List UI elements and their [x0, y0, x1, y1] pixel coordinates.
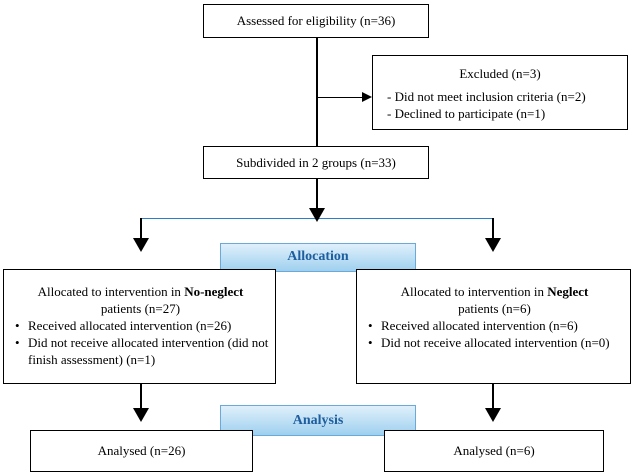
allocation-text: Allocation	[287, 249, 349, 264]
neglect-heading-prefix: Allocated to intervention in	[400, 284, 548, 299]
arrowhead-left-analysed	[133, 408, 149, 422]
subdivided-label: Subdivided in 2 groups (n=33)	[236, 155, 396, 170]
assessed-label: Assessed for eligibility (n=36)	[236, 13, 396, 28]
neglect-group-box: Allocated to intervention in Neglect pat…	[356, 269, 631, 384]
connector-to-excluded	[316, 97, 368, 98]
subdivided-box: Subdivided in 2 groups (n=33)	[203, 146, 429, 179]
connector-subdivided-down	[316, 178, 318, 210]
no-neglect-count: patients (n=27)	[100, 301, 181, 316]
allocation-phase-label: Allocation	[220, 243, 416, 272]
no-neglect-heading-prefix: Allocated to intervention in	[37, 284, 185, 299]
arrowhead-right-analysed	[485, 408, 501, 422]
connector-right-analysis	[492, 384, 494, 410]
excluded-item: - Declined to participate (n=1)	[387, 106, 546, 121]
no-neglect-heading: Allocated to intervention in No-neglect	[12, 283, 269, 300]
analysis-phase-label: Analysis	[220, 405, 416, 436]
arrowhead-right-group	[485, 238, 501, 252]
analysis-text: Analysis	[292, 413, 344, 428]
neglect-heading-bold: Neglect	[547, 284, 589, 299]
no-neglect-group-box: Allocated to intervention in No-neglect …	[3, 269, 276, 384]
no-neglect-heading-bold: No-neglect	[184, 284, 244, 299]
arrowhead-subdivided	[309, 208, 325, 222]
excluded-box: Excluded (n=3) - Did not meet inclusion …	[372, 55, 628, 130]
neglect-bullet: Did not receive allocated intervention (…	[365, 334, 624, 351]
connector-right-down	[492, 218, 494, 238]
analysed-left-box: Analysed (n=26)	[30, 430, 253, 472]
neglect-count: patients (n=6)	[458, 301, 531, 316]
connector-left-down	[140, 218, 142, 238]
no-neglect-bullet: Did not receive allocated intervention (…	[12, 334, 269, 368]
connector-assessed-to-subdivided	[316, 37, 318, 147]
arrowhead-excluded	[362, 92, 372, 102]
arrowhead-left-group	[133, 238, 149, 252]
connector-left-analysis	[140, 384, 142, 410]
excluded-item: - Did not meet inclusion criteria (n=2)	[387, 89, 586, 104]
neglect-heading: Allocated to intervention in Neglect	[365, 283, 624, 300]
analysed-left-label: Analysed (n=26)	[97, 443, 186, 458]
analysed-right-label: Analysed (n=6)	[453, 443, 535, 458]
no-neglect-bullet: Received allocated intervention (n=26)	[12, 317, 269, 334]
assessed-box: Assessed for eligibility (n=36)	[203, 4, 429, 38]
analysed-right-box: Analysed (n=6)	[384, 430, 604, 472]
neglect-bullet: Received allocated intervention (n=6)	[365, 317, 624, 334]
excluded-title: Excluded (n=3)	[459, 66, 541, 81]
